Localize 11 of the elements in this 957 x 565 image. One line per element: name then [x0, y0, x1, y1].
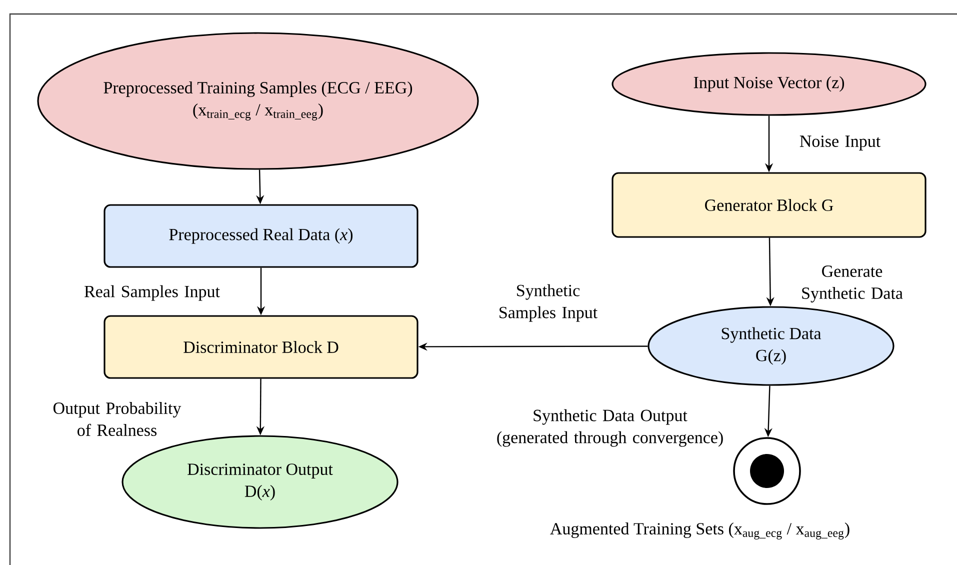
end-node: [733, 437, 801, 505]
edge-label: Real Samples Input: [84, 285, 220, 301]
edge-label: Synthetic Samples Input: [500, 284, 598, 322]
edge-label: Output Probability of Realness: [53, 402, 182, 436]
process-box: Generator Block G: [612, 172, 926, 238]
process-box: Discriminator Block D: [104, 315, 418, 379]
process-box: Preprocessed Real Data (x): [104, 204, 418, 268]
edge-label: Generate Synthetic Data: [802, 266, 903, 302]
edge-label: Synthetic Data Output (generated through convergence): [497, 409, 723, 447]
node-label: Augmented Training Sets (x$_{aug_ecg}$ / x$_{aug_eeg}$): [550, 522, 850, 540]
edge-label: Noise Input: [800, 136, 881, 150]
